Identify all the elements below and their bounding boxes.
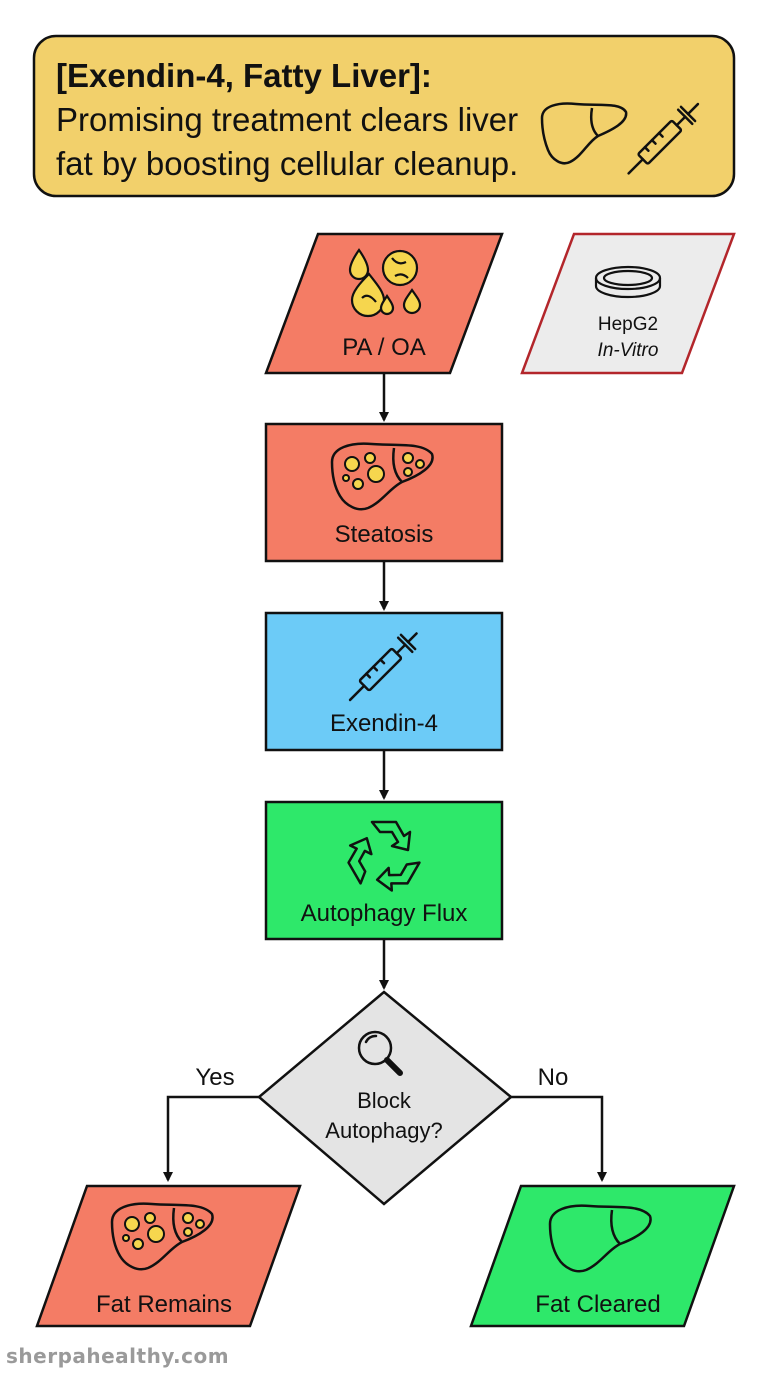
decision-label-line2: Autophagy? <box>325 1118 442 1143</box>
autophagy-flux-label: Autophagy Flux <box>301 900 468 927</box>
steatosis-fatty-liver-icon <box>330 442 434 511</box>
node-fat-remains <box>35 1184 302 1328</box>
steatosis-label: Steatosis <box>335 521 434 548</box>
node-fat-cleared <box>469 1184 736 1328</box>
node-autophagy-flux <box>264 800 504 941</box>
recycle-icon <box>347 820 421 892</box>
header-title-bold: [Exendin-4, Fatty Liver]: <box>56 57 432 94</box>
fat-droplets-icon <box>348 248 422 318</box>
fat-cleared-label: Fat Cleared <box>535 1291 660 1318</box>
fat-remains-label: Fat Remains <box>96 1291 232 1318</box>
header-syringe-icon <box>627 102 700 175</box>
edge-decision-yes <box>163 1095 259 1182</box>
node-block-autophagy-decision <box>257 990 513 1206</box>
healthy-liver-icon <box>548 1204 652 1273</box>
edge-yes-label: Yes <box>195 1064 234 1091</box>
fat-remains-fatty-liver-icon <box>110 1202 214 1271</box>
edge-no-label: No <box>538 1064 569 1091</box>
petri-dish-icon <box>594 265 662 299</box>
syringe-icon <box>348 632 418 702</box>
magnifier-icon <box>357 1030 403 1076</box>
header-box <box>32 34 736 198</box>
edge-decision-no <box>511 1095 607 1182</box>
invitro-label: In-Vitro <box>598 340 659 361</box>
exendin-4-label: Exendin-4 <box>330 710 438 737</box>
hepg2-label: HepG2 <box>598 314 658 335</box>
watermark: sherpahealthy.com <box>6 1344 230 1368</box>
header-title-rest: Promising treatment clears liver fat by … <box>56 101 519 182</box>
node-exendin-4 <box>264 611 504 752</box>
header-title: [Exendin-4, Fatty Liver]: Promising trea… <box>56 54 526 186</box>
node-hepg2 <box>520 232 736 375</box>
decision-label-line1: Block <box>357 1088 412 1113</box>
pa-oa-label: PA / OA <box>342 334 426 361</box>
header-liver-icon <box>540 102 628 165</box>
connectors <box>163 373 607 1182</box>
node-steatosis <box>264 422 504 563</box>
